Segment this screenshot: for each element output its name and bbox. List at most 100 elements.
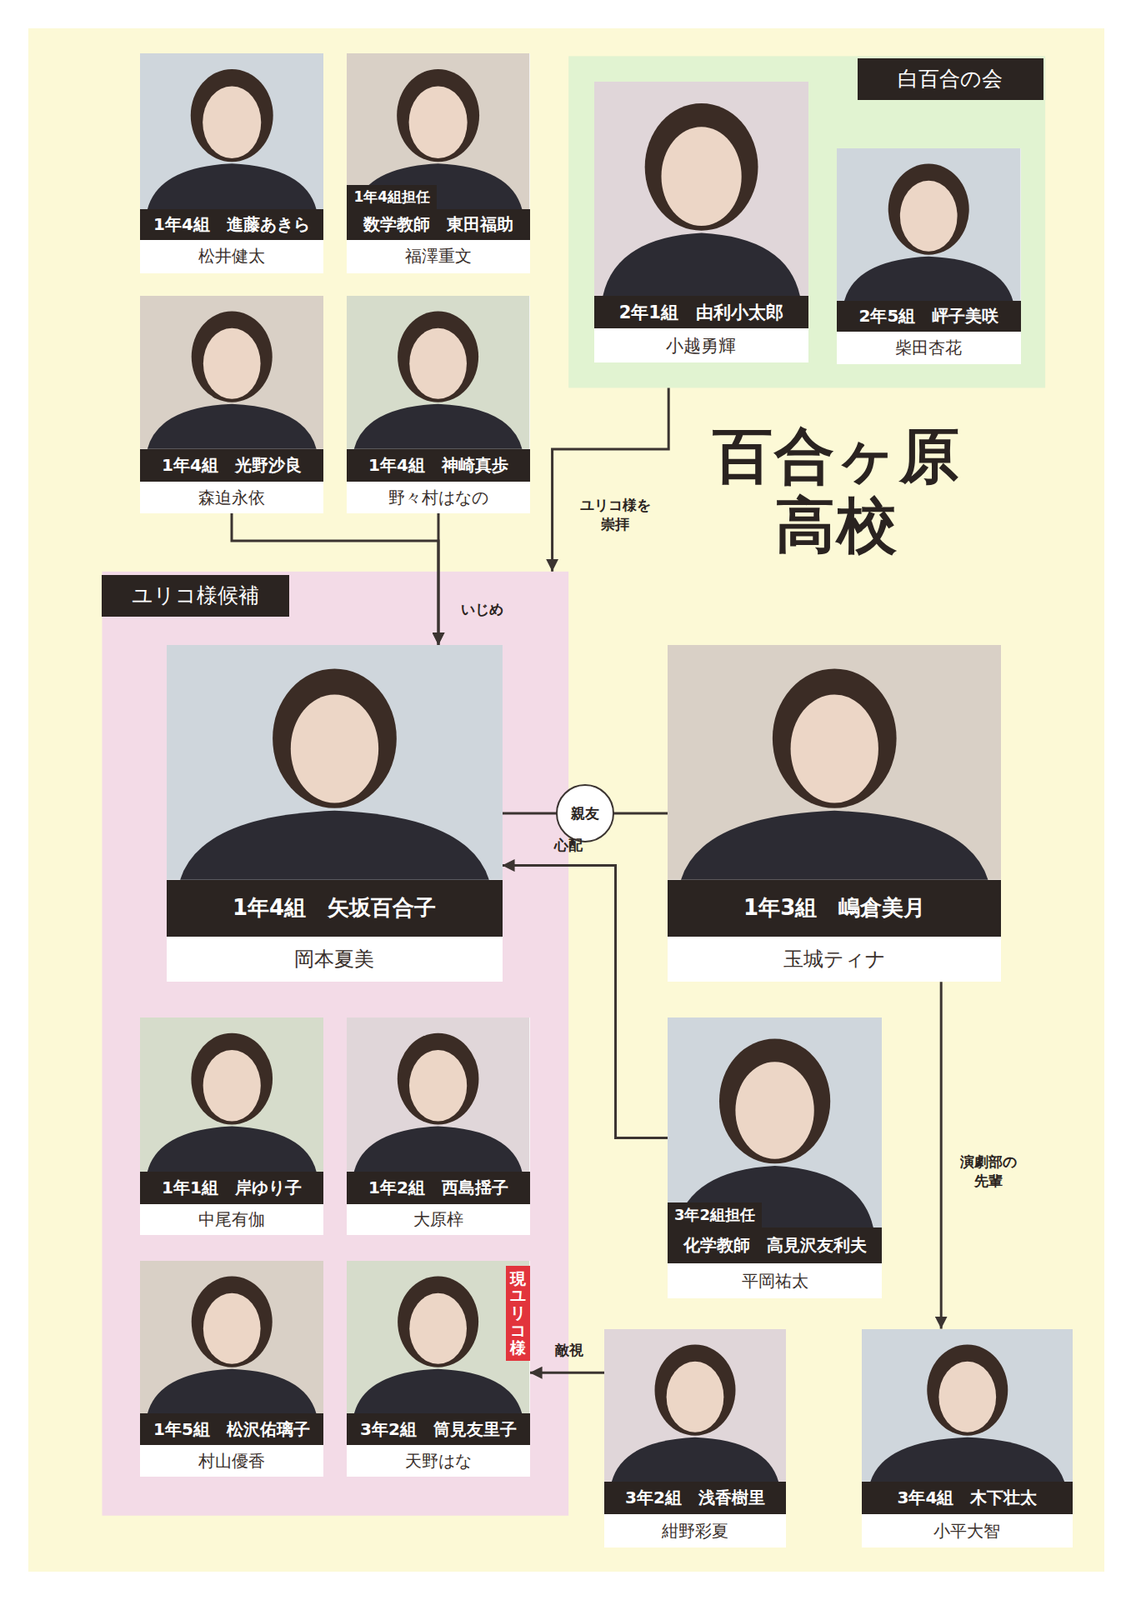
face-shape: [666, 1361, 725, 1432]
uniform-shape: [870, 1436, 1065, 1482]
relation-connector: [437, 513, 441, 646]
uniform-shape: [147, 163, 317, 210]
photo-ground: [346, 295, 530, 450]
role-label: 1年4組 光野沙良: [161, 454, 302, 477]
uniform-shape: [354, 1368, 523, 1414]
actor-plate: 松井健太: [140, 240, 324, 274]
photo-ground: [861, 1329, 1074, 1483]
hair-shape: [398, 1276, 480, 1367]
hair-shape: [272, 668, 397, 808]
portrait-photo: [140, 1017, 324, 1172]
actor-plate: 平岡祐太: [667, 1263, 882, 1299]
portrait-placeholder: [140, 53, 324, 210]
portrait-photo: [836, 148, 1021, 302]
portrait-photo: [667, 645, 1001, 881]
relation-label: 演劇部の 先輩: [960, 1153, 1017, 1190]
role-band: 1年4組 矢坂百合子: [166, 880, 503, 938]
photo-ground: [604, 1329, 786, 1483]
role-label: 3年4組 木下壮太: [896, 1486, 1037, 1510]
actor-name: 小越勇輝: [665, 334, 736, 358]
role-band: 1年4組 神崎真歩: [346, 449, 530, 482]
portrait-photo: [594, 81, 809, 296]
portrait-placeholder: [140, 1261, 324, 1415]
role-band: 3年2組 筒見友里子: [346, 1413, 530, 1446]
group-region: 白百合の会 2年1組 由利小太郎小越勇輝 2年5組 岼子美咲柴田杏花: [568, 55, 1046, 388]
role-label: 2年1組 由利小太郎: [619, 300, 784, 325]
role-label: 1年4組 進藤あきら: [153, 213, 311, 236]
uniform-shape: [354, 1126, 523, 1172]
teacher-tag: 1年4組担任: [353, 188, 431, 206]
character-card: 1年5組 松沢佑璃子村山優香: [140, 1261, 324, 1478]
role-band: 1年3組 嶋倉美月: [667, 880, 1001, 938]
badge-box: 現ユリコ様: [505, 1266, 531, 1362]
role-label: 1年2組 西島揺子: [368, 1176, 509, 1200]
photo-ground: [594, 81, 809, 296]
actor-plate: 柴田杏花: [836, 331, 1021, 365]
portrait-placeholder: [667, 1017, 882, 1228]
portrait-placeholder: [140, 1017, 324, 1172]
role-band: 2年1組 由利小太郎: [594, 295, 809, 329]
photo-ground: [140, 1261, 324, 1415]
face-shape: [203, 328, 261, 400]
portrait-placeholder: [836, 148, 1021, 302]
portrait-placeholder: [861, 1329, 1074, 1483]
relation-connector: [552, 387, 670, 571]
role-band: 2年5組 岼子美咲: [836, 300, 1021, 332]
character-card: 2年1組 由利小太郎小越勇輝: [594, 81, 809, 363]
portrait-placeholder: [604, 1329, 786, 1483]
actor-name: 大原梓: [413, 1208, 464, 1232]
hair-shape: [191, 311, 273, 403]
face-shape: [790, 694, 879, 803]
portrait-photo: [140, 295, 324, 450]
role-label: 化学教師 高見沢友利夫: [683, 1234, 867, 1257]
actor-plate: 中尾有伽: [140, 1204, 324, 1236]
role-band: 1年4組 進藤あきら: [140, 209, 324, 241]
portrait-photo: [140, 1261, 324, 1415]
current-yuriko-badge: 現ユリコ様: [510, 1270, 526, 1357]
actor-plate: 天野はな: [346, 1445, 530, 1477]
role-label: 3年2組 浅香樹里: [625, 1486, 766, 1510]
actor-plate: 森迫永依: [140, 481, 324, 514]
portrait-placeholder: [166, 645, 503, 881]
role-label: 1年1組 岸ゆり子: [161, 1176, 302, 1200]
face-shape: [290, 694, 378, 803]
actor-name: 中尾有伽: [198, 1208, 266, 1232]
role-label: 1年4組 矢坂百合子: [232, 893, 436, 923]
hair-shape: [397, 1033, 480, 1126]
hair-shape: [719, 1039, 831, 1165]
hair-shape: [926, 1344, 1008, 1436]
face-shape: [660, 126, 741, 226]
actor-name: 松井健太: [198, 245, 266, 268]
hair-shape: [397, 69, 481, 162]
group-fill: [101, 571, 569, 1517]
role-label: 1年5組 松沢佑璃子: [153, 1418, 311, 1442]
role-band: 1年1組 岸ゆり子: [140, 1171, 324, 1205]
photo-ground: [346, 53, 530, 210]
actor-name: 玉城ティナ: [783, 945, 886, 973]
photo-ground: [667, 1017, 882, 1228]
portrait-placeholder: [346, 295, 530, 450]
group-tab: 白百合の会: [857, 58, 1044, 101]
relation-label: いじめ: [460, 600, 504, 618]
actor-plate: 小平大智: [861, 1514, 1074, 1547]
title-block: 百合ヶ原 高校: [701, 421, 972, 561]
portrait-placeholder: [667, 645, 1001, 881]
hair-shape: [191, 1276, 273, 1367]
actor-plate: 福澤重文: [346, 240, 530, 274]
teacher-tag-box: 3年2組担任: [667, 1202, 762, 1228]
role-label: 3年2組 筒見友里子: [360, 1418, 517, 1442]
uniform-shape: [611, 1436, 780, 1482]
hair-shape: [398, 311, 480, 403]
uniform-shape: [147, 1126, 317, 1172]
uniform-shape: [602, 233, 801, 297]
character-card: 3年4組 木下壮太小平大智: [861, 1329, 1074, 1548]
uniform-shape: [354, 404, 523, 450]
relation-connector: [530, 1371, 605, 1375]
face-shape: [735, 1061, 814, 1160]
photo-ground: [140, 53, 324, 210]
portrait-placeholder: [140, 295, 324, 450]
role-band: 1年4組 光野沙良: [140, 449, 324, 482]
relation-label-box: 親友: [555, 784, 615, 843]
